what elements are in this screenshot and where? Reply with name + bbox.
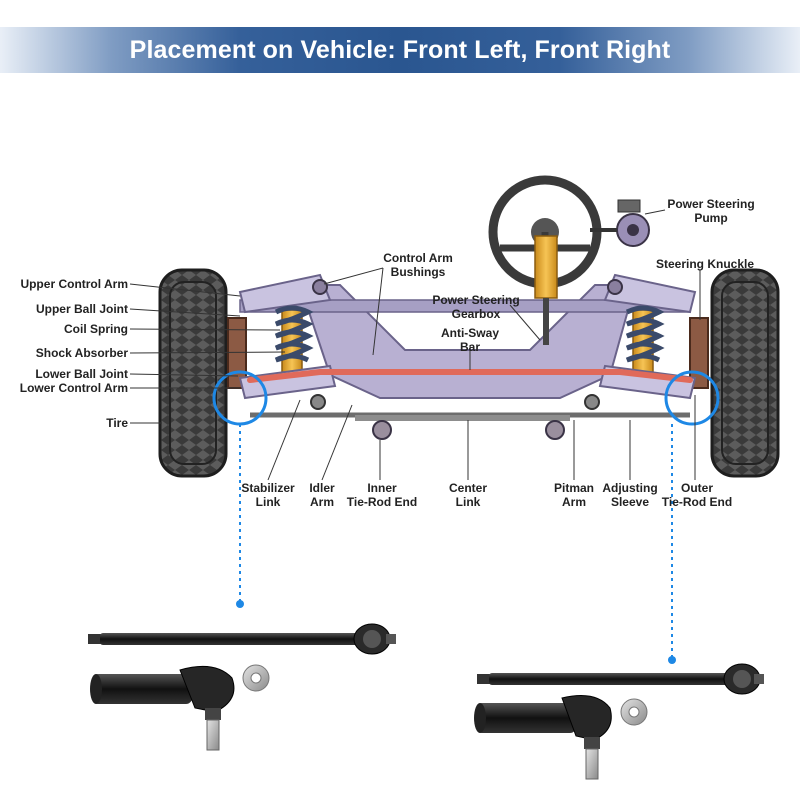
label-inner-tie-rod-end-line1: Inner xyxy=(367,481,397,495)
label-center-link-line1: Center xyxy=(449,481,487,495)
upper-control-arm-right xyxy=(603,273,697,314)
highlight-circle-right xyxy=(664,370,720,426)
title-banner: Placement on Vehicle: Front Left, Front … xyxy=(0,27,800,73)
label-lower-ball-joint: Lower Ball Joint xyxy=(35,367,128,381)
washer-right xyxy=(620,698,648,726)
label-power-steering-pump-line2: Pump xyxy=(694,211,727,225)
inner-tie-rod-end-right xyxy=(545,420,565,440)
steering-knuckle-right xyxy=(689,317,709,389)
label-adjusting-sleeve-line2: Sleeve xyxy=(611,495,649,509)
label-adjusting-sleeve-line1: Adjusting xyxy=(602,481,657,495)
coil-spring-right xyxy=(625,305,665,373)
label-leaders xyxy=(129,209,701,481)
tie-rod-kit-left xyxy=(88,623,396,751)
label-control-arm-bushings-line2: Bushings xyxy=(391,265,446,279)
label-pitman-arm-line1: Pitman xyxy=(554,481,594,495)
label-power-steering-gearbox-line2: Gearbox xyxy=(452,307,501,321)
leader-dot-left xyxy=(236,600,244,608)
label-tire: Tire xyxy=(106,416,128,430)
inner-tie-rod-end-left xyxy=(372,420,392,440)
tie-rod-kit-right xyxy=(474,663,764,780)
power-steering-pump xyxy=(590,199,650,247)
leader-dot-right xyxy=(668,656,676,664)
label-coil-spring: Coil Spring xyxy=(64,322,128,336)
steering-column xyxy=(534,235,558,299)
label-anti-sway-bar-line1: Anti-Sway xyxy=(441,326,499,340)
label-pitman-arm-line2: Arm xyxy=(562,495,586,509)
tire-left xyxy=(158,268,228,478)
upper-control-arm-left xyxy=(238,273,332,314)
label-control-arm-bushings-line1: Control Arm xyxy=(383,251,453,265)
label-stabilizer-link-line2: Link xyxy=(256,495,281,509)
label-idler-arm-line1: Idler xyxy=(309,481,335,495)
idler-arm xyxy=(310,394,326,410)
outer-tie-rod-end-right xyxy=(474,695,612,780)
label-center-link-line2: Link xyxy=(456,495,481,509)
label-steering-knuckle: Steering Knuckle xyxy=(656,257,754,271)
label-upper-control-arm: Upper Control Arm xyxy=(20,277,128,291)
label-inner-tie-rod-end-line2: Tie-Rod End xyxy=(347,495,417,509)
page-title: Placement on Vehicle: Front Left, Front … xyxy=(129,36,671,64)
outer-tie-rod-end-left xyxy=(90,665,235,751)
label-lower-control-arm: Lower Control Arm xyxy=(20,381,128,395)
label-shock-absorber: Shock Absorber xyxy=(36,346,129,360)
coil-spring-left xyxy=(274,305,314,373)
label-stabilizer-link-line1: Stabilizer xyxy=(241,481,295,495)
label-outer-tie-rod-end-line2: Tie-Rod End xyxy=(662,495,732,509)
washer-left xyxy=(242,664,270,692)
label-power-steering-pump-line1: Power Steering xyxy=(667,197,754,211)
inner-tie-rod-right xyxy=(477,663,764,695)
tire-right xyxy=(710,268,780,478)
label-upper-ball-joint: Upper Ball Joint xyxy=(36,302,128,316)
label-outer-tie-rod-end-line1: Outer xyxy=(681,481,713,495)
inner-tie-rod-left xyxy=(88,623,396,655)
label-anti-sway-bar-line2: Bar xyxy=(460,340,480,354)
pitman-arm xyxy=(584,394,600,410)
anti-sway-bar xyxy=(247,369,693,383)
label-idler-arm-line2: Arm xyxy=(310,495,334,509)
label-power-steering-gearbox-line1: Power Steering xyxy=(432,293,519,307)
